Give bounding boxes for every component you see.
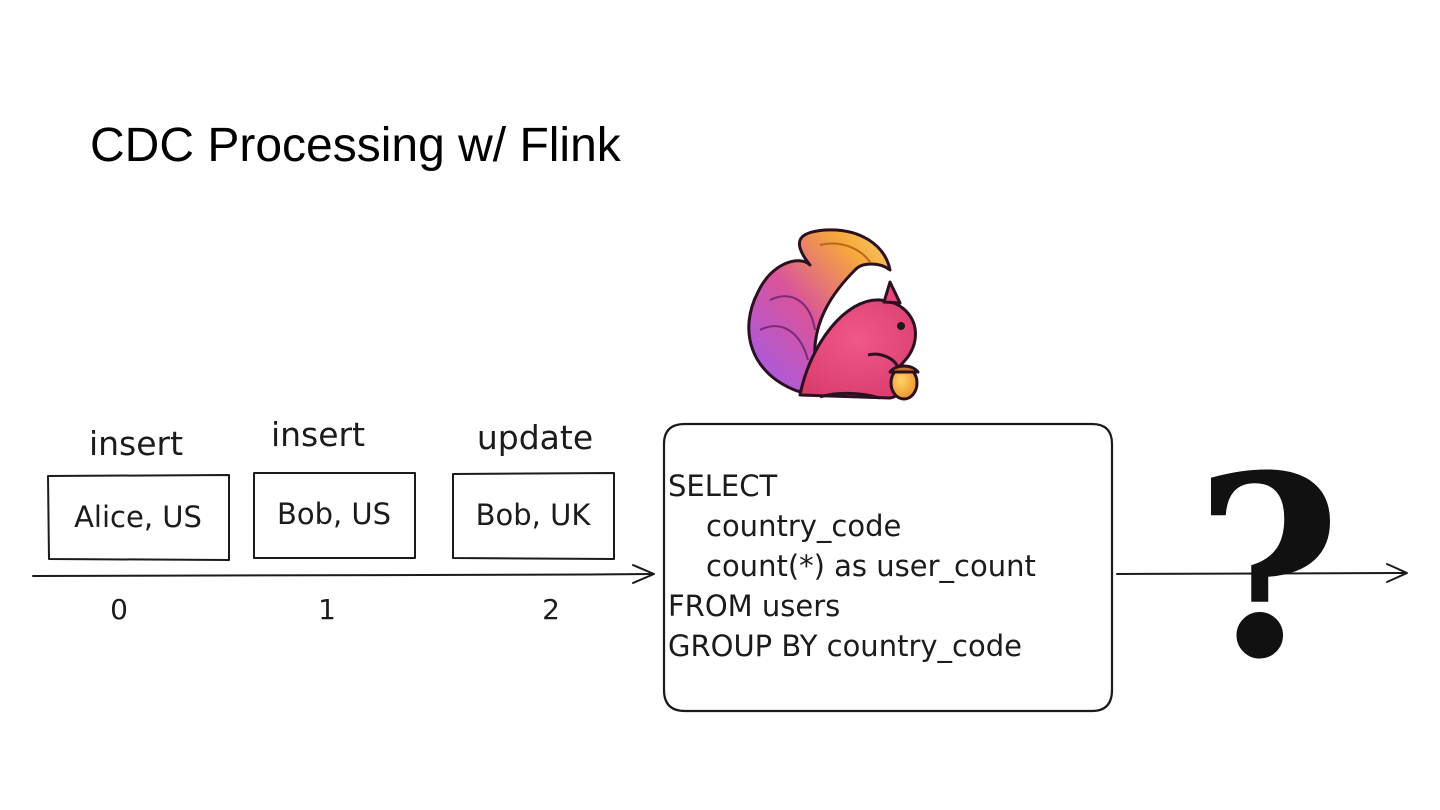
output-stream-arrow xyxy=(1116,563,1408,583)
sql-line: SELECT xyxy=(668,469,777,503)
unknown-output-question-mark: ? xyxy=(1195,420,1341,714)
event-record-box xyxy=(253,472,416,559)
event-1: insert Bob, US 1 xyxy=(253,415,416,626)
apache-flink-squirrel-icon xyxy=(747,228,920,401)
event-offset-label: 0 xyxy=(110,593,128,626)
slide-title: CDC Processing w/ Flink xyxy=(90,119,621,172)
sql-line: count(*) as user_count xyxy=(706,549,1036,583)
event-record-label: Bob, UK xyxy=(476,498,592,532)
event-record-box xyxy=(452,472,615,560)
event-operation-label: update xyxy=(477,418,593,457)
event-offset-label: 2 xyxy=(542,593,560,626)
event-record-box xyxy=(47,474,230,561)
input-stream-arrow xyxy=(32,564,655,584)
event-operation-label: insert xyxy=(271,415,365,454)
event-0: insert Alice, US 0 xyxy=(47,424,230,626)
event-record-label: Bob, US xyxy=(277,497,391,531)
flink-sql-query-box: SELECT country_code count(*) as user_cou… xyxy=(662,422,1114,713)
event-offset-label: 1 xyxy=(318,593,336,626)
event-operation-label: insert xyxy=(89,424,183,463)
event-record-label: Alice, US xyxy=(74,500,202,534)
event-2: update Bob, UK 2 xyxy=(452,418,615,626)
sql-line: country_code xyxy=(706,509,901,543)
sql-line: GROUP BY country_code xyxy=(668,629,1022,663)
sql-line: FROM users xyxy=(668,589,840,623)
